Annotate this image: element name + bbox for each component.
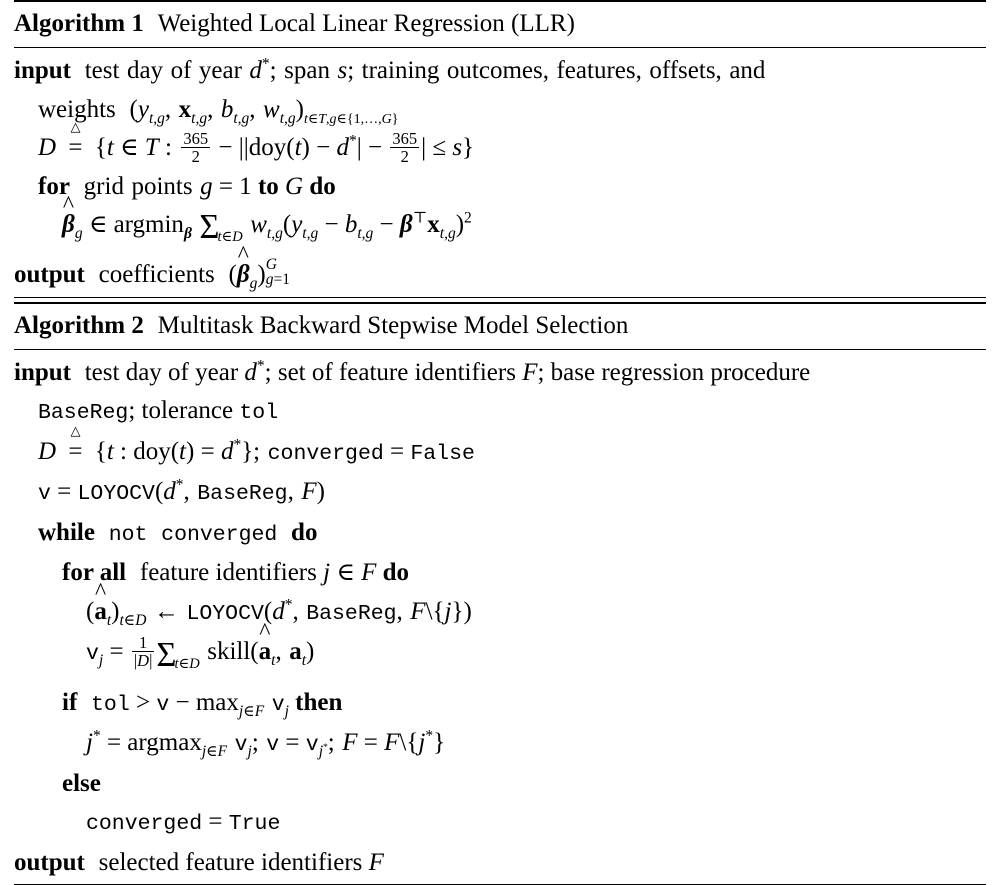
token-tol: tol [239, 401, 279, 426]
algorithm-1-title: Algorithm 1 Weighted Local Linear Regress… [14, 2, 986, 47]
token-basereg: BaseReg [38, 401, 129, 426]
token-true: True [228, 812, 281, 837]
keyword-for: for [38, 172, 70, 200]
keyword-input: input [14, 57, 71, 84]
token-converged: converged [267, 441, 384, 466]
algorithm-2-label: Algorithm 2 [14, 311, 144, 339]
algorithm-1-line-weights: weights(yt,g,xt,g,bt,g,wt,g)t∈T,g∈{1,…,G… [38, 95, 399, 127]
keyword-for-all: for all [62, 559, 127, 587]
algorithm-1-block: Algorithm 1 Weighted Local Linear Regress… [14, 0, 986, 298]
algorithm-1-top-rule [14, 0, 986, 2]
algorithm-figure-page: Algorithm 1 Weighted Local Linear Regress… [14, 0, 986, 885]
keyword-else: else [62, 769, 101, 797]
algorithm-2-block: Algorithm 2 Multitask Backward Stepwise M… [14, 301, 986, 885]
algorithm-2-line-basereg: BaseReg; tolerance tol [38, 397, 279, 426]
algorithm-2-title-text: Multitask Backward Stepwise Model Select… [157, 311, 629, 339]
token-false: False [410, 441, 475, 466]
algorithm-2-line-loyocv-drop: (^at)t∈D←LOYOCV(d*,BaseReg,F\{j}) [86, 578, 472, 629]
algorithm-1-title-rule [14, 47, 986, 48]
token-not: not [108, 522, 148, 547]
algorithm-1-label: Algorithm 1 [14, 10, 144, 37]
keyword-if: if [62, 688, 78, 716]
keyword-output: output [14, 848, 85, 876]
algorithm-2-line-loyocv-init: v = LOYOCV(d*,BaseReg,F) [38, 477, 325, 507]
algorithm-2-line-else: else [14, 765, 986, 804]
token-loyocv: LOYOCV [77, 482, 155, 507]
algorithm-1-bottom-rule [14, 296, 986, 298]
keyword-input: input [14, 358, 71, 386]
keyword-while: while [38, 518, 95, 546]
algorithm-2-line-domain: D△={t : doy(t) = d*};converged = False [38, 423, 475, 466]
algorithm-2-title: Algorithm 2 Multitask Backward Stepwise M… [14, 304, 986, 349]
keyword-output: output [14, 261, 85, 289]
algorithm-2-title-rule [14, 348, 986, 350]
algorithm-2-top-rule [14, 301, 986, 304]
algorithm-2-line-converged-true: converged = True [86, 808, 281, 837]
algorithm-1-title-text: Weighted Local Linear Regression (LLR) [157, 10, 575, 37]
